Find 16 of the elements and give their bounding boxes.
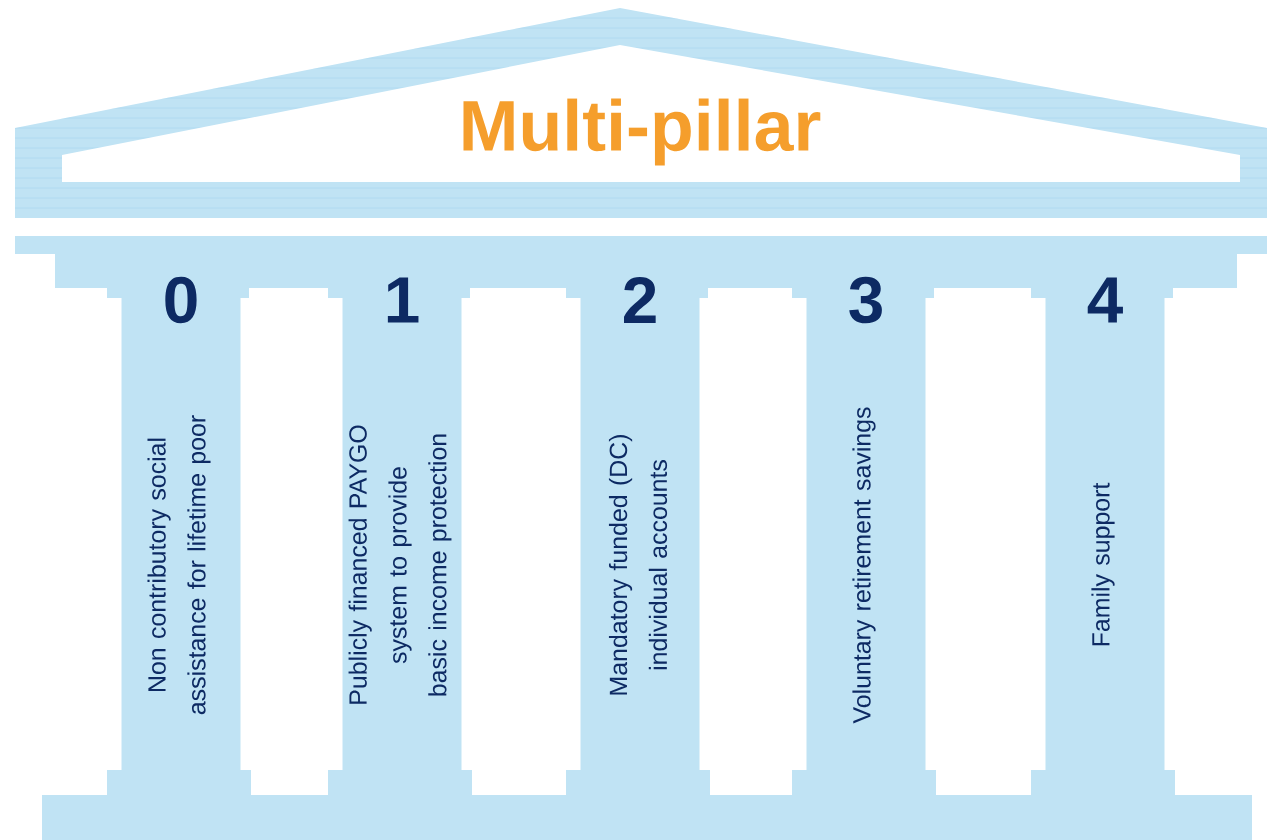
node-label: Mandatory funded (DC) individual accounts — [608, 435, 668, 695]
pillar: 2 Mandatory funded (DC) individual accounts — [566, 277, 710, 796]
node-label: Non contributory social assistance for lifetime poor — [147, 415, 211, 715]
pillar: 1 Publicly financed PAYGO system to provide basic income protection — [328, 277, 472, 796]
pillar: 4 Family support — [1031, 277, 1175, 796]
node-label: 0 — [165, 276, 197, 324]
node-label: 2 — [624, 277, 656, 323]
node-label: 4 — [1087, 277, 1123, 323]
node-label: 1 — [387, 277, 419, 323]
node-label: Voluntary retirement savings — [852, 407, 876, 724]
node-label: 3 — [849, 276, 882, 324]
pillar: 0 Non contributory social assistance for lifetime poor — [107, 276, 251, 796]
node-label: Publicly financed PAYGO system to provide basic income protection — [348, 425, 452, 704]
title: Multi-pillar — [463, 98, 821, 166]
node-label: Family support — [1091, 482, 1115, 646]
pillar: 3 Voluntary retirement savings — [792, 276, 936, 796]
